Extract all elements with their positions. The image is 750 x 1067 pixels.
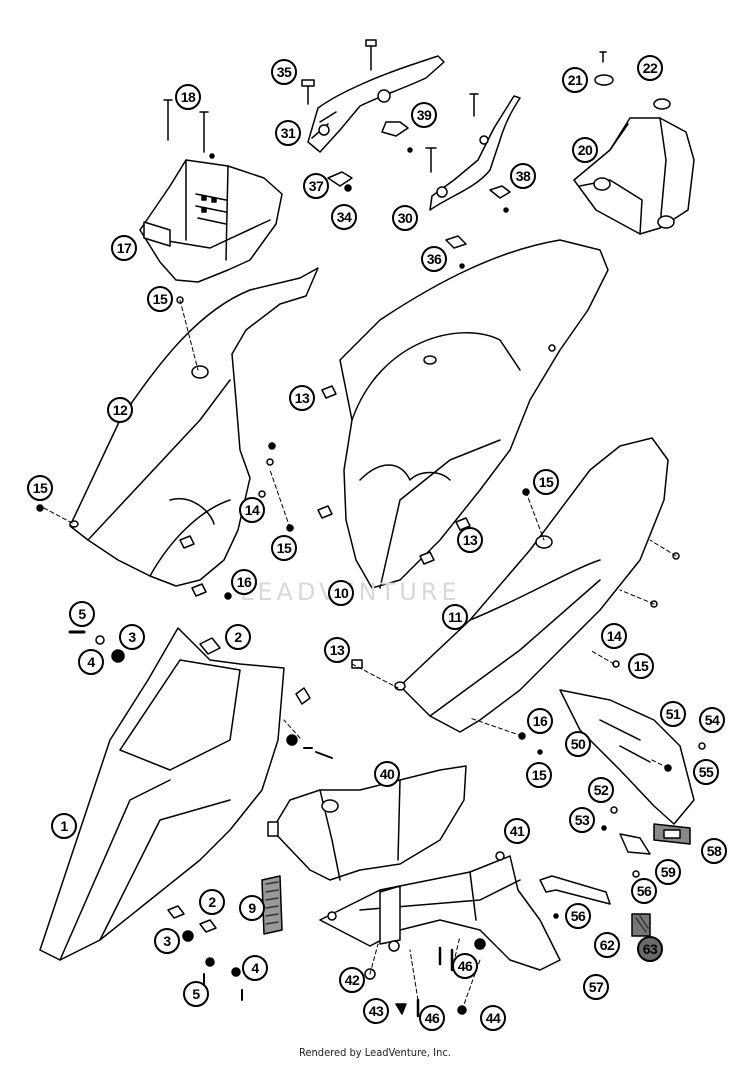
part-11-right-side-panel [394, 437, 669, 733]
part-bolt-front [286, 734, 333, 759]
callout-11[interactable]: 11 [442, 604, 468, 630]
part-40-tank-cover [267, 765, 467, 881]
part-1-front-cowl [39, 627, 311, 961]
callout-34[interactable]: 34 [331, 204, 357, 230]
callout-63[interactable]: 63 [637, 936, 663, 962]
callout-9[interactable]: 9 [239, 895, 265, 921]
callout-39[interactable]: 39 [411, 102, 437, 128]
footer-credit: Rendered by LeadVenture, Inc. [299, 1046, 451, 1059]
callout-57[interactable]: 57 [583, 974, 609, 1000]
callout-18[interactable]: 18 [175, 84, 201, 110]
callout-46[interactable]: 46 [419, 1005, 445, 1031]
callout-15[interactable]: 15 [27, 475, 53, 501]
callout-56[interactable]: 56 [631, 878, 657, 904]
part-39-nut [381, 121, 409, 137]
callout-22[interactable]: 22 [637, 55, 663, 81]
callout-15[interactable]: 15 [533, 469, 559, 495]
motorcycle-bodywork-exploded-diagram [36, 39, 706, 1018]
callout-14[interactable]: 14 [239, 497, 265, 523]
part-9-grille [261, 875, 283, 935]
callout-21[interactable]: 21 [562, 67, 588, 93]
callout-15[interactable]: 15 [526, 762, 552, 788]
callout-58[interactable]: 58 [701, 838, 727, 864]
callout-4[interactable]: 4 [242, 955, 268, 981]
part-58-reflector [653, 823, 691, 845]
callout-44[interactable]: 44 [480, 1005, 506, 1031]
callout-50[interactable]: 50 [565, 731, 591, 757]
part-31-grab-rail [307, 55, 445, 153]
callout-51[interactable]: 51 [660, 701, 686, 727]
callout-4[interactable]: 4 [78, 649, 104, 675]
callout-20[interactable]: 20 [572, 137, 598, 163]
callout-2[interactable]: 2 [225, 624, 251, 650]
callout-37[interactable]: 37 [303, 173, 329, 199]
callout-30[interactable]: 30 [392, 205, 418, 231]
part-35-bolt [301, 79, 315, 105]
callout-14[interactable]: 14 [601, 623, 627, 649]
part-17-tail-bracket [139, 159, 283, 283]
callout-35[interactable]: 35 [271, 59, 297, 85]
callout-3[interactable]: 3 [119, 624, 145, 650]
callout-42[interactable]: 42 [339, 967, 365, 993]
callout-1[interactable]: 1 [51, 813, 77, 839]
callout-55[interactable]: 55 [693, 759, 719, 785]
callout-43[interactable]: 43 [363, 998, 389, 1024]
part-41-undertray [319, 851, 561, 971]
callout-40[interactable]: 40 [374, 761, 400, 787]
callout-31[interactable]: 31 [275, 120, 301, 146]
callout-16[interactable]: 16 [527, 708, 553, 734]
callout-13[interactable]: 13 [289, 385, 315, 411]
callout-5[interactable]: 5 [183, 981, 209, 1007]
callout-62[interactable]: 62 [594, 932, 620, 958]
callout-3[interactable]: 3 [154, 928, 180, 954]
part-20-tail-housing [573, 117, 695, 235]
callout-59[interactable]: 59 [655, 859, 681, 885]
callout-16[interactable]: 16 [231, 569, 257, 595]
callout-46[interactable]: 46 [452, 953, 478, 979]
callout-36[interactable]: 36 [421, 246, 447, 272]
callout-15[interactable]: 15 [147, 286, 173, 312]
part-30-grab-rail [429, 95, 521, 211]
callout-2[interactable]: 2 [199, 889, 225, 915]
callout-13[interactable]: 13 [457, 527, 483, 553]
callout-41[interactable]: 41 [504, 818, 530, 844]
callout-52[interactable]: 52 [588, 777, 614, 803]
part-10-tail-cowl [339, 239, 609, 589]
callout-10[interactable]: 10 [328, 580, 354, 606]
part-bolt-top [365, 39, 377, 71]
callout-15[interactable]: 15 [271, 535, 297, 561]
callout-5[interactable]: 5 [69, 601, 95, 627]
callout-54[interactable]: 54 [699, 707, 725, 733]
callout-15[interactable]: 15 [628, 653, 654, 679]
callout-12[interactable]: 12 [107, 397, 133, 423]
callout-38[interactable]: 38 [510, 163, 536, 189]
callouts-layer: 35 18 31 39 21 22 37 34 20 38 17 30 36 1… [27, 55, 727, 1031]
callout-13[interactable]: 13 [324, 637, 350, 663]
part-50-license-bracket [559, 689, 695, 825]
callout-53[interactable]: 53 [569, 807, 595, 833]
callout-56[interactable]: 56 [565, 903, 591, 929]
callout-17[interactable]: 17 [111, 235, 137, 261]
